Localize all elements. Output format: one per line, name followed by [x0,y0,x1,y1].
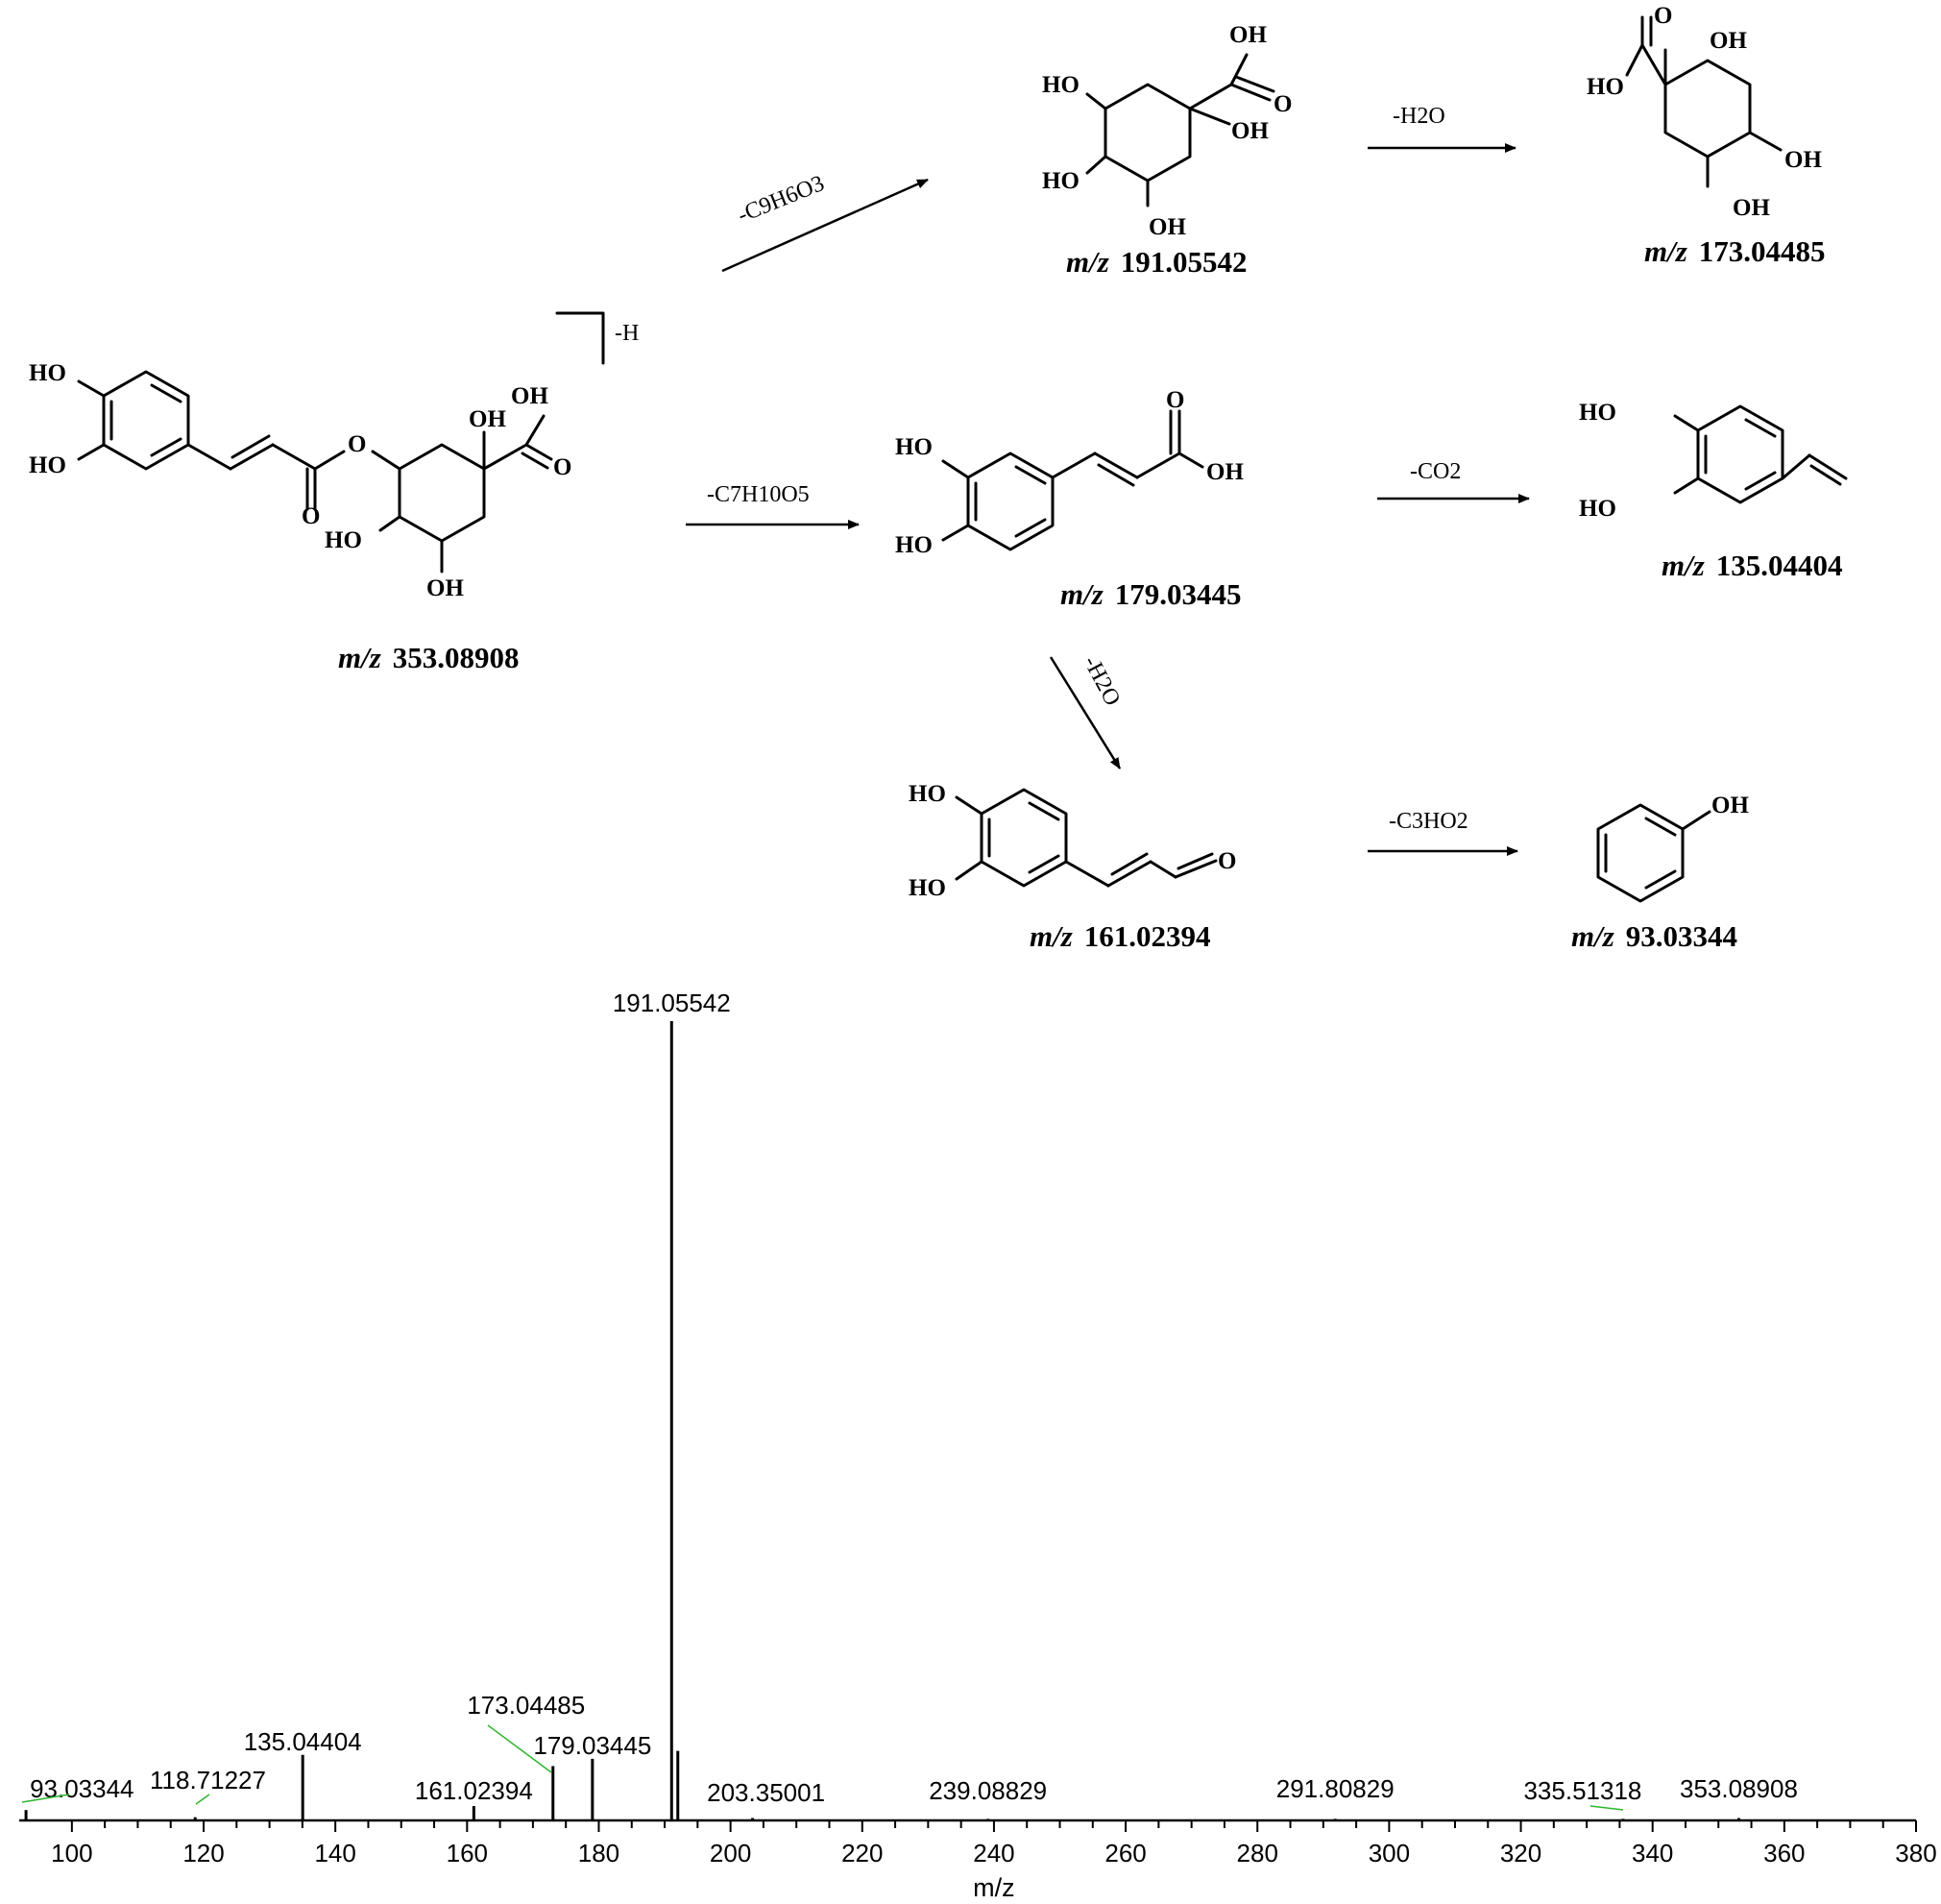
x-tick-label: 240 [973,1839,1014,1867]
loss-label: -C3HO2 [1389,809,1468,834]
atom-o: O [348,431,366,457]
atom-oh: OH [1229,22,1267,48]
arrow-179-to-161 [1049,656,1122,769]
atom-o: O [302,503,320,529]
x-tick-label: 200 [710,1839,751,1867]
atom-ho: HO [29,360,66,386]
x-tick-label: 260 [1104,1839,1146,1867]
peak-label-leader [1589,1805,1624,1811]
atom-o: O [1274,91,1292,117]
x-tick-label: 300 [1369,1839,1410,1867]
atom-o: O [553,454,571,480]
arrow-parent-to-191 [721,178,929,273]
peak-label: 191.05542 [613,989,731,1017]
loss-label: -CO2 [1410,459,1461,484]
peak-label: 173.04485 [467,1691,585,1720]
peak-label: 239.08829 [929,1776,1047,1805]
peak-label: 291.80829 [1276,1774,1395,1803]
x-tick-label: 380 [1895,1839,1936,1867]
x-axis-ticks: 100 120 140 160 180 200 220 240 260 280 300 320 340 3… [51,1820,1937,1867]
atom-ho: HO [1587,74,1624,100]
atom-oh: OH [469,406,506,432]
peak-label: 335.51318 [1523,1776,1641,1805]
atom-ho: HO [895,532,933,558]
reaction-arrows: -C9H6O3 -H2O -C7H10O5 -CO2 -H2O -C3HO2 [686,104,1530,856]
peak-label: 135.04404 [244,1727,362,1756]
atom-o: O [1166,387,1184,413]
x-tick-label: 180 [578,1839,619,1867]
x-tick-label: 220 [841,1839,883,1867]
atom-o: O [1654,3,1672,29]
atom-o: O [1218,848,1236,874]
x-tick-label: 340 [1632,1839,1673,1867]
loss-label: -H2O [1079,652,1126,710]
atom-oh: OH [511,383,548,409]
atom-ho: HO [909,875,946,901]
loss-label: -C9H6O3 [735,171,829,229]
x-tick-label: 360 [1763,1839,1805,1867]
atom-oh: OH [1733,195,1770,221]
peak-label: 203.35001 [707,1778,825,1807]
atom-oh: OH [1784,147,1822,173]
loss-label: -C7H10O5 [707,482,810,507]
atom-ho: HO [1579,400,1616,426]
spectrum-peaks [24,1021,1740,1820]
charge-label: -H [615,321,639,346]
atom-oh: OH [1711,793,1749,818]
x-axis-label: m/z [973,1873,1015,1902]
atom-ho: HO [1042,72,1080,98]
x-tick-label: 140 [314,1839,355,1867]
atom-oh: OH [1231,118,1269,144]
x-tick-label: 100 [51,1839,92,1867]
atom-oh: OH [1710,28,1747,54]
peak-label-leader [21,1794,70,1803]
atom-ho: HO [29,452,66,478]
atom-ho: HO [1042,168,1080,194]
atom-oh: OH [426,575,464,601]
atom-ho: HO [909,781,946,807]
atom-oh: OH [1149,214,1186,240]
peak-label: 353.08908 [1680,1774,1798,1803]
x-tick-label: 160 [447,1839,488,1867]
peak-label-leader [195,1794,210,1805]
peak-label-leader [487,1724,552,1773]
ms-spectrum: 100 120 140 160 180 200 220 240 260 280 300 320 340 3… [19,989,1937,1902]
peak-label: 179.03445 [533,1731,651,1760]
peak-label: 161.02394 [415,1776,533,1805]
x-tick-label: 120 [182,1839,224,1867]
x-tick-label: 280 [1237,1839,1278,1867]
atom-oh: OH [1206,459,1244,485]
atom-ho: HO [325,527,362,553]
peak-label: 118.71227 [150,1766,266,1794]
atom-ho: HO [895,434,933,460]
x-tick-label: 320 [1500,1839,1541,1867]
atom-ho: HO [1579,496,1616,522]
loss-label: -H2O [1393,104,1445,129]
